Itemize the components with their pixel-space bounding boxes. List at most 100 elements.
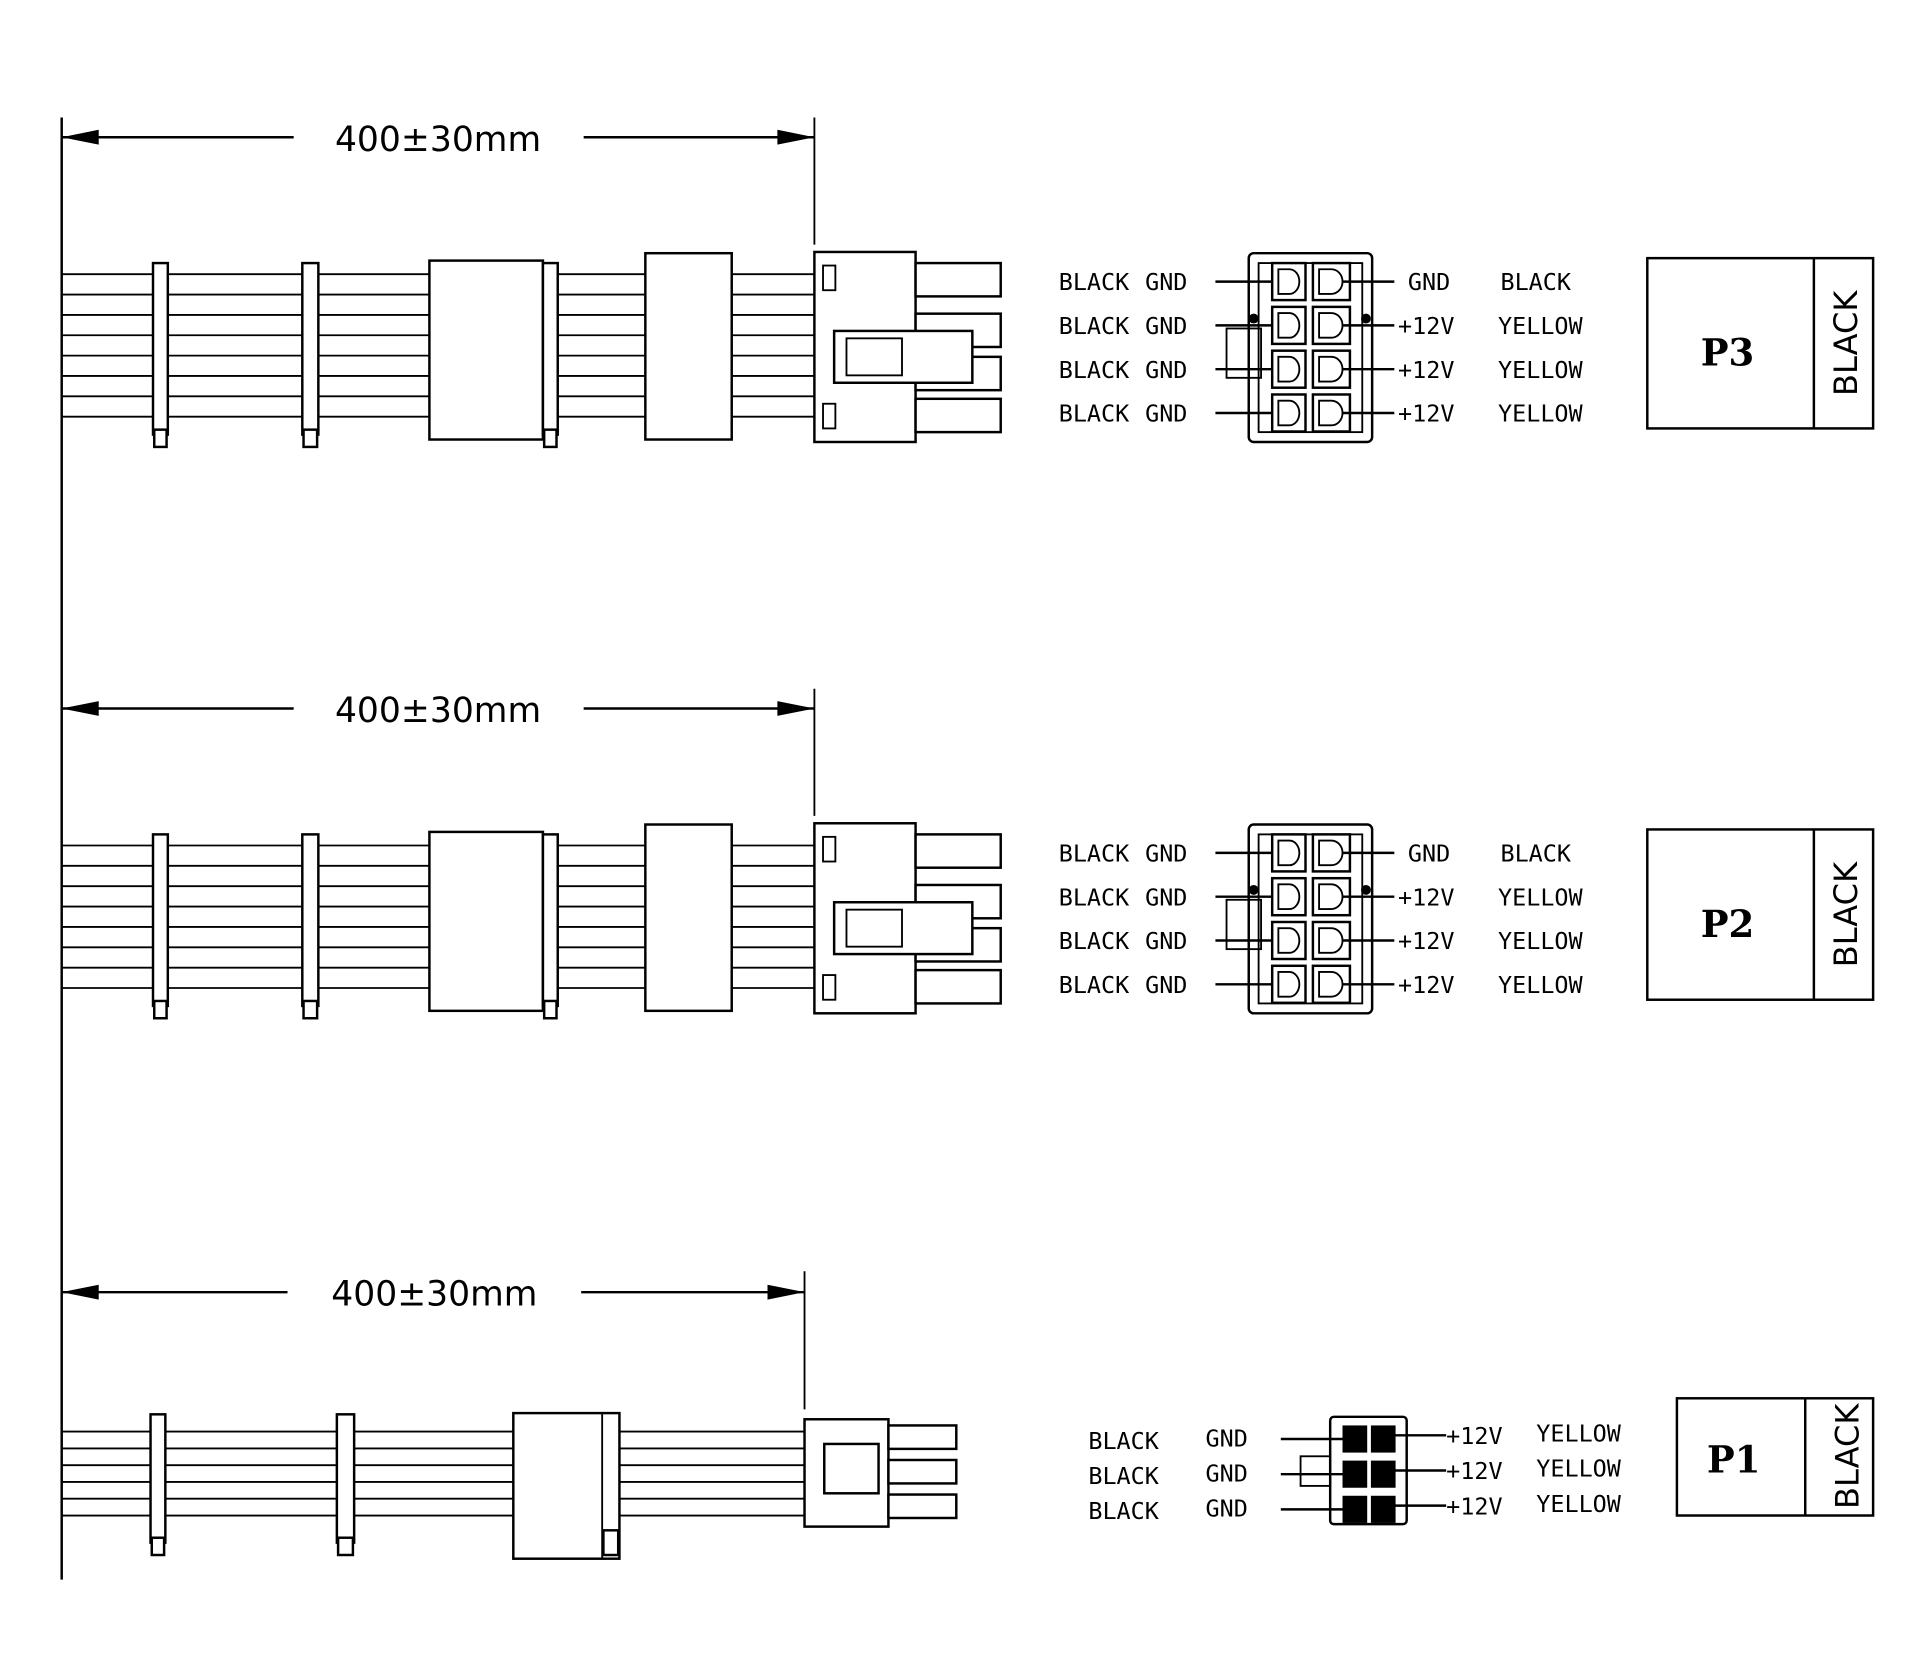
pin-signal-left: GND: [1145, 268, 1187, 296]
pin-signal-left: GND: [1145, 312, 1187, 340]
pin-signal-right: GND: [1408, 268, 1450, 296]
pin-wire-color-left: BLACK: [1059, 971, 1130, 999]
dimension-arrowhead: [777, 129, 815, 145]
cable-clip: [541, 261, 559, 436]
pin-wire-color-left: BLACK: [1059, 400, 1130, 428]
pin-wire-color-right: YELLOW: [1498, 356, 1584, 384]
pin-signal-left: GND: [1145, 400, 1187, 428]
pin-signal-right: GND: [1408, 840, 1450, 868]
pin-terminal: [1342, 1495, 1368, 1523]
pin-terminal: [1277, 399, 1301, 427]
cable-clip-tab: [302, 999, 319, 1020]
pin-signal-left: GND: [1206, 1495, 1248, 1523]
connector-housing-inner: [1257, 833, 1364, 1005]
cable-clip: [541, 833, 559, 1008]
connector-housing-inner: [1257, 262, 1364, 434]
pin-signal-right: +12V: [1398, 400, 1454, 428]
connector-latch: [823, 1442, 880, 1495]
pin-signal-left: GND: [1145, 927, 1187, 955]
connector-pin-side: [914, 833, 1002, 869]
pin-wire-color-left: BLACK: [1059, 268, 1130, 296]
dimension-arrowhead: [61, 701, 99, 716]
cable-sleeve: [428, 830, 545, 1013]
pin-wire-color-right: YELLOW: [1498, 883, 1584, 911]
connector-detail: [822, 264, 837, 292]
pin-signal-right: +12V: [1398, 356, 1454, 384]
dimension-arrowhead: [777, 701, 815, 716]
dimension-arrowhead: [61, 129, 99, 145]
connector-pin-side: [887, 1493, 958, 1520]
connector-detail: [822, 402, 837, 430]
connector-pin-side: [887, 1424, 958, 1451]
cable-clip-tab: [336, 1536, 355, 1557]
cable-clip-tab: [153, 428, 168, 449]
cable-clip: [151, 261, 170, 436]
connector-id: P3: [1701, 330, 1755, 374]
pin-marker: [1361, 313, 1371, 324]
connector-latch: [832, 329, 974, 384]
pin-terminal: [1318, 839, 1344, 867]
pin-wire-color-right: YELLOW: [1536, 1455, 1622, 1483]
cable-clip-tab: [302, 428, 319, 449]
cable-clip-tab: [150, 1536, 166, 1557]
pin-terminal: [1318, 268, 1344, 295]
cable-sleeve: [428, 259, 545, 441]
dimension-arrowhead: [767, 1284, 805, 1300]
pin1-marker: [1248, 313, 1259, 324]
cable-clip: [301, 833, 320, 1008]
cable-clip-tab: [602, 1529, 620, 1557]
pin-terminal: [1277, 268, 1301, 295]
dimension-arrowhead: [61, 1284, 99, 1300]
connector-label-box: [1675, 1397, 1875, 1517]
pin-signal-right: +12V: [1446, 1422, 1502, 1450]
pin-terminal: [1277, 927, 1301, 954]
pin-signal-left: GND: [1145, 971, 1187, 999]
connector-pin-side: [914, 968, 1002, 1005]
cable-length-label: 400±30mm: [335, 120, 541, 160]
pin-terminal: [1318, 927, 1344, 954]
cable-length-label: 400±30mm: [331, 1275, 537, 1315]
connector-label-box: [1646, 256, 1875, 430]
connector-id: P1: [1707, 1437, 1761, 1481]
connector-label-box: [1646, 828, 1875, 1001]
connector-pin-side: [887, 1458, 958, 1485]
pin-wire-color-right: YELLOW: [1536, 1419, 1622, 1447]
connector-latch-face: [1225, 327, 1263, 379]
pin-signal-right: +12V: [1398, 312, 1454, 340]
pin-signal-left: GND: [1145, 883, 1187, 911]
connector-detail: [822, 835, 837, 863]
connector-detail: [822, 974, 837, 1001]
connector-id: P2: [1701, 902, 1755, 946]
pin-signal-left: GND: [1206, 1424, 1248, 1452]
housing-color-label: BLACK: [1828, 1403, 1866, 1509]
pin1-marker: [1248, 884, 1259, 895]
pin-signal-right: +12V: [1446, 1457, 1502, 1485]
pin-wire-color-right: BLACK: [1500, 840, 1571, 868]
pin-wire-color-right: BLACK: [1500, 268, 1571, 296]
pin-terminal: [1277, 312, 1301, 339]
connector-latch-detail: [845, 908, 903, 948]
pin-terminal: [1318, 312, 1344, 339]
pin-terminal: [1318, 355, 1344, 383]
pin-wire-color-left: BLACK: [1059, 927, 1130, 955]
pin-terminal: [1277, 839, 1301, 867]
pin-signal-right: +12V: [1398, 883, 1454, 911]
pin-terminal: [1370, 1460, 1396, 1488]
cable-sleeve: [644, 251, 733, 441]
pin-wire-color-right: YELLOW: [1498, 312, 1584, 340]
pin-terminal: [1318, 971, 1344, 998]
cable-clip: [149, 1413, 167, 1544]
cable-sleeve: [644, 823, 733, 1013]
pin-wire-color-left: BLACK: [1059, 840, 1130, 868]
connector-latch-face: [1225, 898, 1263, 951]
cable-clip: [301, 261, 320, 436]
pin-wire-color-left: BLACK: [1088, 1427, 1159, 1455]
cable-clip-tab: [153, 999, 168, 1020]
pin-signal-right: +12V: [1398, 927, 1454, 955]
pin-terminal: [1318, 399, 1344, 427]
pin-terminal: [1342, 1460, 1368, 1488]
pin-terminal: [1277, 971, 1301, 998]
cable-clip: [151, 833, 170, 1008]
pin-terminal: [1277, 355, 1301, 383]
